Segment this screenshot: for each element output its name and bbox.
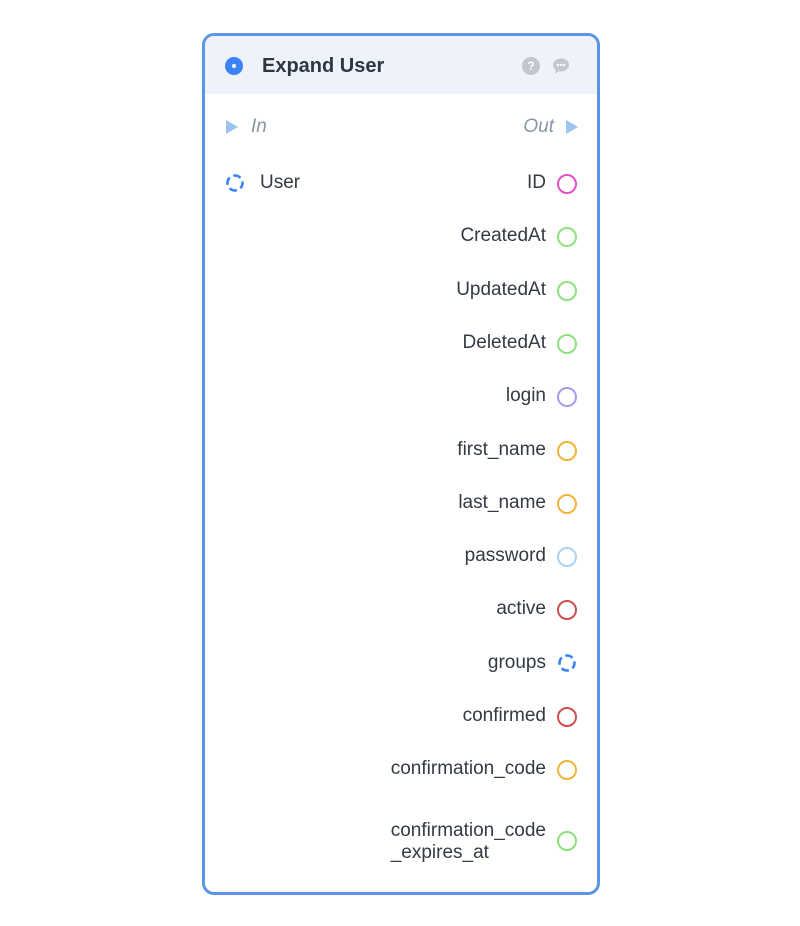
input-pin-label: User [260, 172, 301, 193]
output-pin-icon[interactable] [557, 440, 577, 461]
struct-pin-icon[interactable] [557, 653, 577, 673]
comment-icon[interactable] [551, 56, 571, 76]
node-title: Expand User [262, 55, 385, 77]
output-pin-icon[interactable] [557, 333, 577, 354]
node-dot-icon [225, 57, 243, 75]
node-header[interactable]: Expand User ? [205, 36, 597, 94]
output-pin-icon[interactable] [557, 707, 577, 727]
output-pin-icon[interactable] [557, 174, 577, 194]
flow-in-pin-icon[interactable] [226, 120, 238, 134]
output-pin-label: UpdatedAt [456, 278, 546, 300]
output-pin-icon[interactable] [557, 227, 577, 248]
flow-out-pin-icon[interactable] [566, 120, 578, 134]
flow-out-label: Out [523, 116, 554, 137]
output-pin-label: active [496, 598, 546, 620]
output-pin-label: confirmation_code_expires_at [390, 819, 546, 863]
flow-in-label: In [251, 116, 267, 137]
output-pin-icon[interactable] [557, 280, 577, 301]
output-pin-label: CreatedAt [460, 225, 546, 247]
output-pin-label: ID [527, 172, 546, 193]
output-pin-label: first_name [457, 438, 546, 460]
output-pin-icon[interactable] [557, 493, 577, 514]
output-pin-label: last_name [458, 491, 546, 513]
output-pin-icon[interactable] [557, 760, 577, 781]
output-pin-icon[interactable] [557, 600, 577, 621]
output-pin-icon[interactable] [557, 830, 577, 851]
struct-pin-icon[interactable] [225, 173, 245, 193]
help-icon[interactable]: ? [522, 57, 540, 75]
output-pin-label: DeletedAt [462, 331, 546, 353]
output-pin-label: password [464, 545, 546, 567]
output-pin-label: groups [487, 651, 546, 673]
output-pin-label: login [505, 385, 546, 407]
output-pin-label: confirmed [462, 705, 546, 726]
output-pin-icon[interactable] [557, 387, 577, 408]
output-pin-icon[interactable] [557, 547, 577, 568]
output-pin-label: confirmation_code [390, 758, 546, 780]
